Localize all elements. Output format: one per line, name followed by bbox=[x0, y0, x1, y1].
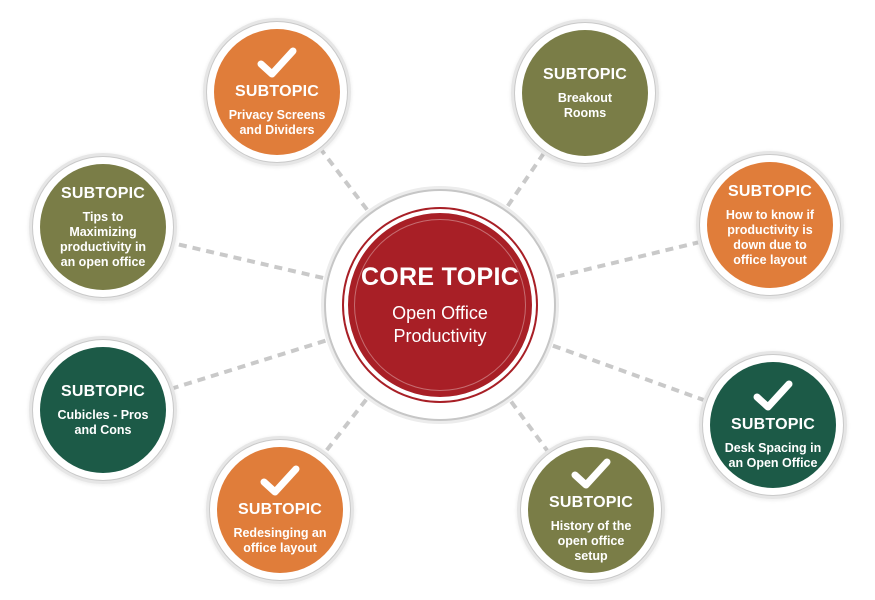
connector-redesigning-layout bbox=[323, 398, 368, 453]
subtopic-text: Privacy Screens and Dividers bbox=[228, 108, 326, 137]
subtopic-node-productivity-down: SUBTOPIC How to know if productivity is … bbox=[700, 155, 840, 295]
subtopic-title: SUBTOPIC bbox=[728, 183, 812, 200]
connector-cubicles bbox=[173, 338, 327, 390]
connector-maximizing-tips bbox=[174, 241, 324, 280]
checkmark-icon bbox=[257, 47, 297, 78]
connector-desk-spacing bbox=[552, 343, 705, 402]
subtopic-title: SUBTOPIC bbox=[731, 416, 815, 433]
subtopic-text: How to know if productivity is down due … bbox=[725, 208, 815, 267]
connector-history-open-office bbox=[509, 400, 549, 452]
subtopic-title: SUBTOPIC bbox=[549, 493, 633, 511]
subtopic-node-history-open-office: SUBTOPIC History of the open office setu… bbox=[521, 440, 661, 580]
subtopic-text: Redesinging an office layout bbox=[233, 526, 327, 555]
checkmark-icon bbox=[260, 465, 300, 496]
core-topic-title: CORE TOPIC bbox=[360, 262, 520, 291]
subtopic-text: Breakout Rooms bbox=[557, 91, 613, 120]
subtopic-node-breakout-rooms: SUBTOPIC Breakout Rooms bbox=[515, 23, 655, 163]
connector-breakout-rooms bbox=[506, 152, 545, 208]
subtopic-node-maximizing-tips: SUBTOPIC Tips to Maximizing productivity… bbox=[33, 157, 173, 297]
subtopic-text: History of the open office setup bbox=[550, 518, 632, 563]
subtopic-node-privacy-screens: SUBTOPIC Privacy Screens and Dividers bbox=[207, 22, 347, 162]
subtopic-title: SUBTOPIC bbox=[238, 501, 322, 518]
subtopic-title: SUBTOPIC bbox=[543, 66, 627, 83]
subtopic-node-cubicles: SUBTOPIC Cubicles - Pros and Cons bbox=[33, 340, 173, 480]
subtopic-text: Tips to Maximizing productivity in an op… bbox=[59, 210, 147, 269]
core-topic-node: CORE TOPIC Open Office Productivity bbox=[324, 189, 556, 421]
core-topic-disc: CORE TOPIC Open Office Productivity bbox=[344, 209, 536, 401]
subtopic-text: Cubicles - Pros and Cons bbox=[57, 408, 149, 437]
connector-privacy-screens bbox=[320, 149, 369, 211]
subtopic-title: SUBTOPIC bbox=[235, 83, 319, 100]
subtopic-node-desk-spacing: SUBTOPIC Desk Spacing in an Open Office bbox=[703, 355, 843, 495]
checkmark-icon bbox=[571, 458, 611, 488]
connector-productivity-down bbox=[556, 240, 699, 279]
core-topic-text: Open Office Productivity bbox=[392, 302, 488, 346]
subtopic-text: Desk Spacing in an Open Office bbox=[724, 441, 822, 470]
subtopic-node-redesigning-layout: SUBTOPIC Redesinging an office layout bbox=[210, 440, 350, 580]
subtopic-title: SUBTOPIC bbox=[61, 185, 145, 202]
subtopic-title: SUBTOPIC bbox=[61, 383, 145, 400]
checkmark-icon bbox=[753, 380, 793, 411]
